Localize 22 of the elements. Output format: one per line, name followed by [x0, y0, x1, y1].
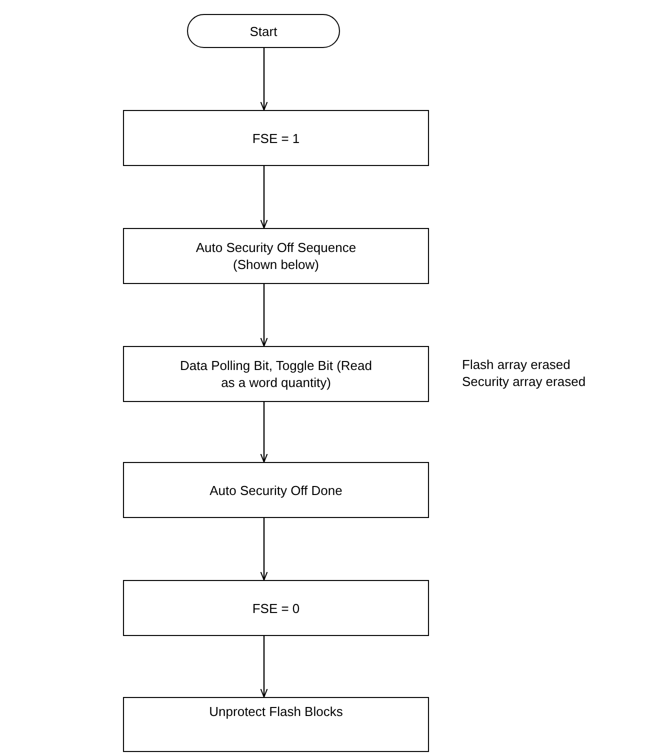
side-note: Security array erased	[462, 373, 586, 390]
box-label: Auto Security Off Sequence (Shown below)	[194, 239, 358, 273]
process-box	[123, 580, 429, 636]
box-label: Unprotect Flash Blocks	[209, 703, 343, 720]
box-label: Auto Security Off Done	[210, 482, 342, 498]
arrow	[260, 48, 268, 111]
arrow	[260, 636, 268, 698]
arrow	[260, 518, 268, 581]
process-box	[123, 346, 429, 402]
side-note: Flash array erased	[462, 356, 572, 373]
start-terminal	[187, 14, 340, 48]
arrow	[260, 402, 268, 463]
box-label: Data Polling Bit, Toggle Bit (Read as a word quantity)	[179, 357, 373, 391]
process-box	[123, 462, 429, 518]
process-box	[123, 228, 429, 284]
process-box	[123, 697, 429, 752]
box-label: Start	[250, 22, 278, 40]
arrow	[260, 284, 268, 347]
arrow	[260, 166, 268, 229]
box-label: FSE = 1	[252, 130, 300, 146]
process-box	[123, 110, 429, 166]
box-label: FSE = 0	[252, 600, 300, 616]
